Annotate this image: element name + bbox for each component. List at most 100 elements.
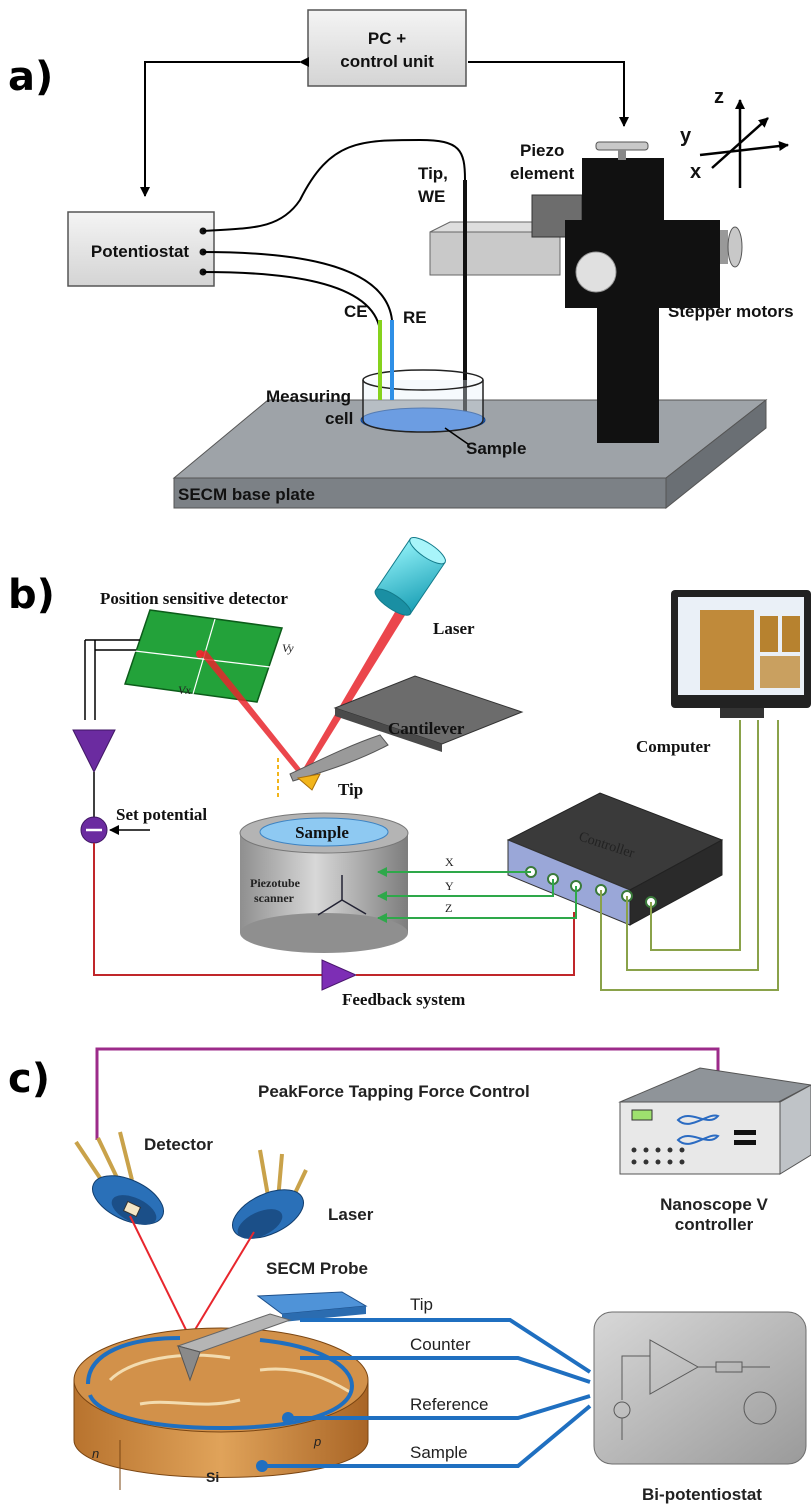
afm-tip <box>296 773 321 791</box>
tip-lead-label: Tip <box>410 1295 433 1314</box>
re-label: RE <box>403 308 427 327</box>
z-label: Z <box>445 901 452 915</box>
monitor-stand <box>720 708 764 718</box>
reference-dot <box>282 1412 294 1424</box>
incident-beam <box>300 600 412 776</box>
peakforce-title: PeakForce Tapping Force Control <box>258 1082 530 1101</box>
panel-b: b) Position sensitive detector Vy Vx Las… <box>8 537 811 1009</box>
tip-wire <box>202 138 466 232</box>
cantilever-chip-edge <box>335 708 442 752</box>
pc-label-2: control unit <box>340 52 434 71</box>
feedback-label: Feedback system <box>342 990 465 1009</box>
incident-beam-c <box>189 1231 255 1339</box>
panel-c: c) PeakForce Tapping Force Control Nanos… <box>8 1047 811 1504</box>
vy-label: Vy <box>282 641 294 655</box>
reference-lead-label: Reference <box>410 1395 488 1414</box>
nanoscope-logo-bottom <box>676 1134 720 1145</box>
laser-source <box>374 537 446 616</box>
measuring-cell-rim <box>362 369 484 391</box>
stepper-knob-stem <box>720 230 728 264</box>
axis-z-label: z <box>714 86 724 108</box>
y-label: Y <box>445 879 454 893</box>
pc-piezo-arrow <box>468 61 629 127</box>
panel-b-letter: b) <box>8 572 55 618</box>
piezotube-label-2: scanner <box>254 891 295 905</box>
pc-label-1: PC + <box>368 29 406 48</box>
piezotube-bottom <box>240 913 408 953</box>
controller-link <box>95 1047 720 1140</box>
cell-label-1: Measuring <box>266 387 351 406</box>
sample-dot <box>256 1460 268 1472</box>
ce-label: CE <box>344 302 368 321</box>
nanoscope-display <box>631 1109 653 1121</box>
detector-unit <box>74 1131 164 1225</box>
scanner-arm <box>429 231 561 276</box>
pc-control-box <box>307 9 467 87</box>
piezo-element <box>582 158 664 220</box>
secm-probe-label: SECM Probe <box>266 1259 368 1278</box>
reflected-beam <box>200 650 305 776</box>
nanoscope-label-2: controller <box>675 1215 754 1234</box>
counter-lead-label: Counter <box>410 1335 471 1354</box>
afm-image-small-1 <box>760 616 778 652</box>
tip-label-b: Tip <box>338 780 363 799</box>
psd-crosshair-h <box>134 650 271 668</box>
p-label: p <box>313 1434 321 1449</box>
computer-cables <box>600 720 779 991</box>
feedback-amplifier <box>321 959 358 991</box>
panel-c-letter: c) <box>8 1056 50 1102</box>
base-plate-label: SECM base plate <box>178 485 315 504</box>
piezo-label-1: Piezo <box>520 141 564 160</box>
sample-plate <box>259 817 389 847</box>
si-disk-top <box>73 1327 369 1433</box>
stepper-label: Stepper motors <box>668 302 794 321</box>
panel-a: a) SECM base plate PC + control unit Pot… <box>8 9 794 510</box>
afm-image-small-2 <box>782 616 800 652</box>
axis-y-label: y <box>680 125 692 147</box>
axis-x-label: x <box>690 161 701 183</box>
feedback-wire-right <box>356 912 575 976</box>
ce-wire <box>202 271 381 331</box>
computer-label: Computer <box>636 737 711 756</box>
piezo-label-2: element <box>510 164 575 183</box>
cantilever-label: Cantilever <box>388 719 465 738</box>
stepper-knob <box>727 226 743 268</box>
afm-image-small-3 <box>760 656 800 688</box>
potentiostat-label: Potentiostat <box>91 242 190 261</box>
afm-image-main <box>700 610 754 690</box>
vx-label: Vx <box>178 683 191 697</box>
piezotube-axes-icon <box>317 875 367 916</box>
xyz-axes-icon <box>699 99 789 188</box>
stepper-disc <box>575 251 617 293</box>
re-wire <box>202 251 393 321</box>
set-potential-label: Set potential <box>116 805 207 824</box>
feedback-wire-left <box>93 843 322 976</box>
piezo-knob-stem <box>618 150 626 160</box>
nanoscope-slot-1 <box>734 1130 756 1135</box>
electrode-leads <box>262 1318 592 1468</box>
laser-label-c: Laser <box>328 1205 374 1224</box>
nanoscope-logo-top <box>676 1114 720 1125</box>
piezo-knob <box>595 141 649 151</box>
reflected-beam-c <box>129 1215 191 1339</box>
n-label: n <box>92 1446 99 1461</box>
amplifier-triangle <box>72 729 116 774</box>
si-disk-texture <box>108 1353 351 1406</box>
panel-a-letter: a) <box>8 54 53 100</box>
nanoscope-label-1: Nanoscope V <box>660 1195 768 1214</box>
base-plate-side <box>665 398 767 510</box>
potentiostat-box <box>67 211 215 287</box>
tip-label-2: WE <box>418 187 445 206</box>
secm-tip <box>177 1345 201 1382</box>
laser-unit <box>232 1149 308 1239</box>
sample-label-a: Sample <box>466 439 526 458</box>
detector-label: Detector <box>144 1135 213 1154</box>
nanoscope-slot-2 <box>734 1140 756 1145</box>
tip-label-1: Tip, <box>418 164 448 183</box>
nanoscope-buttons <box>631 1147 685 1165</box>
laser-label-b: Laser <box>433 619 475 638</box>
si-label: Si <box>206 1469 219 1485</box>
bipotentiostat-circuit <box>613 1339 777 1440</box>
stepper-column <box>597 308 659 443</box>
